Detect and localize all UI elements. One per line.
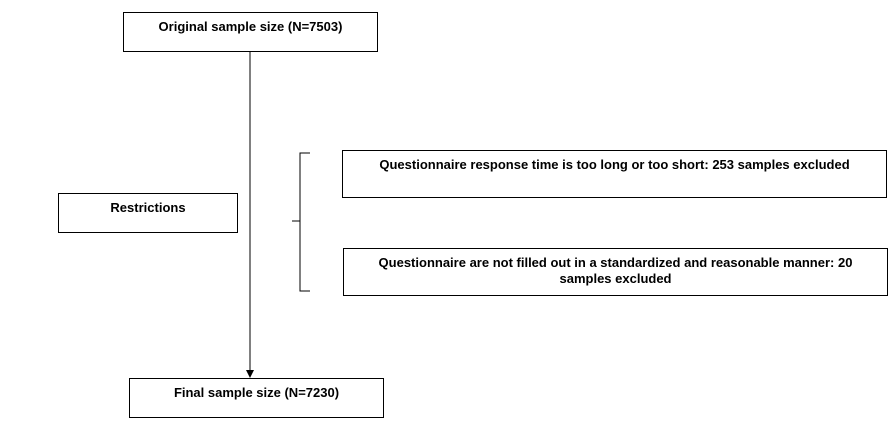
exclusion-bracket: [292, 152, 310, 292]
exclusion-not-standardized-box: Questionnaire are not filled out in a st…: [343, 248, 888, 296]
original-sample-box: Original sample size (N=7503): [123, 12, 378, 52]
exclusion-response-time-box: Questionnaire response time is too long …: [342, 150, 887, 198]
arrowhead-icon: [246, 370, 254, 378]
restrictions-box: Restrictions: [58, 193, 238, 233]
final-sample-box: Final sample size (N=7230): [129, 378, 384, 418]
